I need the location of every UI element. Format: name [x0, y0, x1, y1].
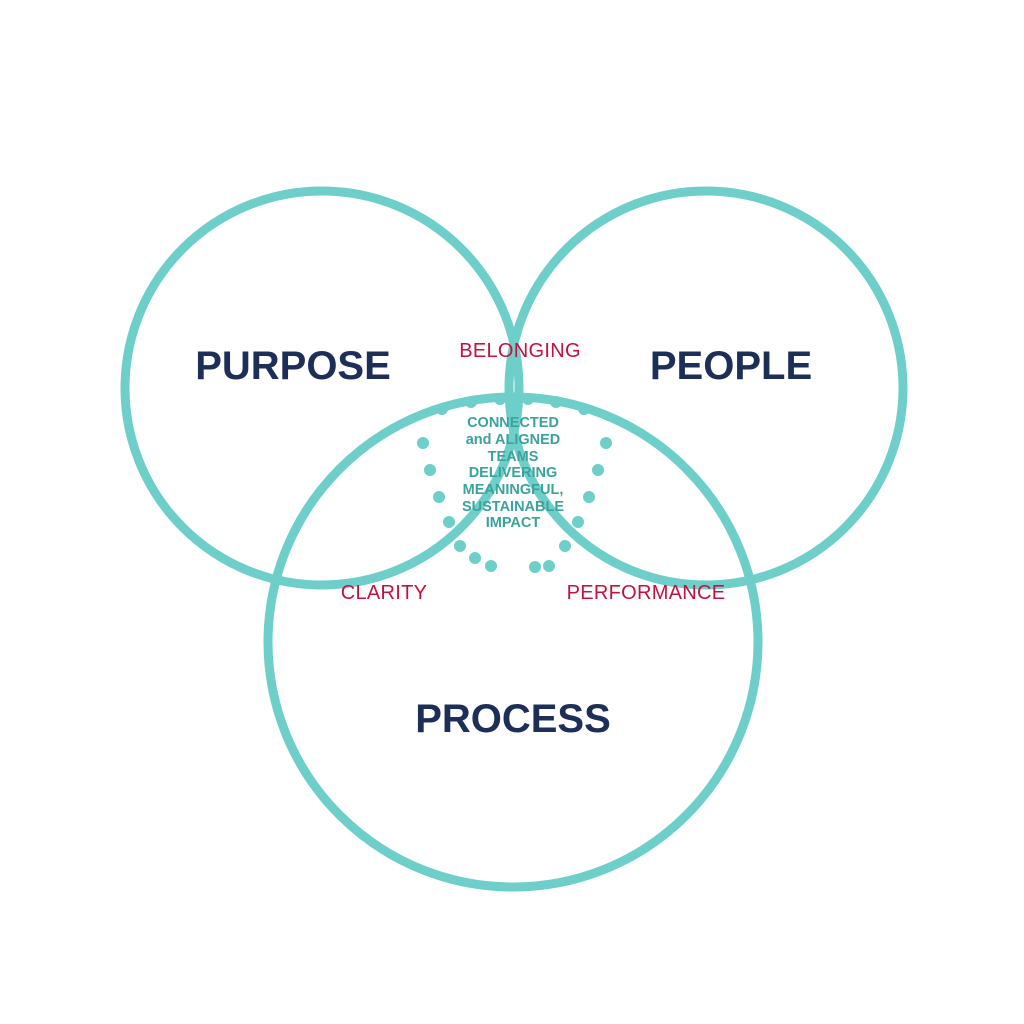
- shield-dot: [436, 403, 448, 415]
- shield-dot: [529, 561, 541, 573]
- process-label: PROCESS: [415, 697, 611, 741]
- center-line: and ALIGNED: [466, 432, 561, 448]
- shield-dot: [454, 540, 466, 552]
- center-line: MEANINGFUL,: [463, 482, 564, 498]
- shield-dot: [583, 491, 595, 503]
- people-circle: [504, 186, 908, 590]
- shield-dot: [559, 540, 571, 552]
- dotted-shield-outline: [417, 393, 612, 573]
- center-line: IMPACT: [486, 515, 541, 531]
- center-line: CONNECTED: [467, 415, 559, 431]
- process-circle: [263, 392, 763, 892]
- purpose-circle: [120, 186, 524, 590]
- shield-dot: [443, 516, 455, 528]
- performance-label: PERFORMANCE: [567, 582, 726, 604]
- shield-dot: [543, 560, 555, 572]
- center-line: DELIVERING: [469, 465, 558, 481]
- belonging-label: BELONGING: [459, 340, 581, 362]
- shield-dot: [550, 396, 562, 408]
- shield-dot: [417, 437, 429, 449]
- people-label: PEOPLE: [650, 344, 812, 388]
- shield-dot: [600, 437, 612, 449]
- shield-dot: [485, 560, 497, 572]
- shield-dot: [433, 491, 445, 503]
- shield-dot: [494, 393, 506, 405]
- shield-dot: [592, 464, 604, 476]
- shield-dot: [522, 393, 534, 405]
- purpose-label: PURPOSE: [195, 344, 391, 388]
- center-line: SUSTAINABLE: [462, 499, 564, 515]
- shield-dot: [469, 552, 481, 564]
- shield-dot: [572, 516, 584, 528]
- center-statement: CONNECTED and ALIGNED TEAMS DELIVERING M…: [462, 415, 564, 531]
- center-line: TEAMS: [488, 449, 539, 465]
- shield-dot: [578, 403, 590, 415]
- shield-dot: [465, 396, 477, 408]
- clarity-label: CLARITY: [341, 582, 428, 604]
- shield-dot: [424, 464, 436, 476]
